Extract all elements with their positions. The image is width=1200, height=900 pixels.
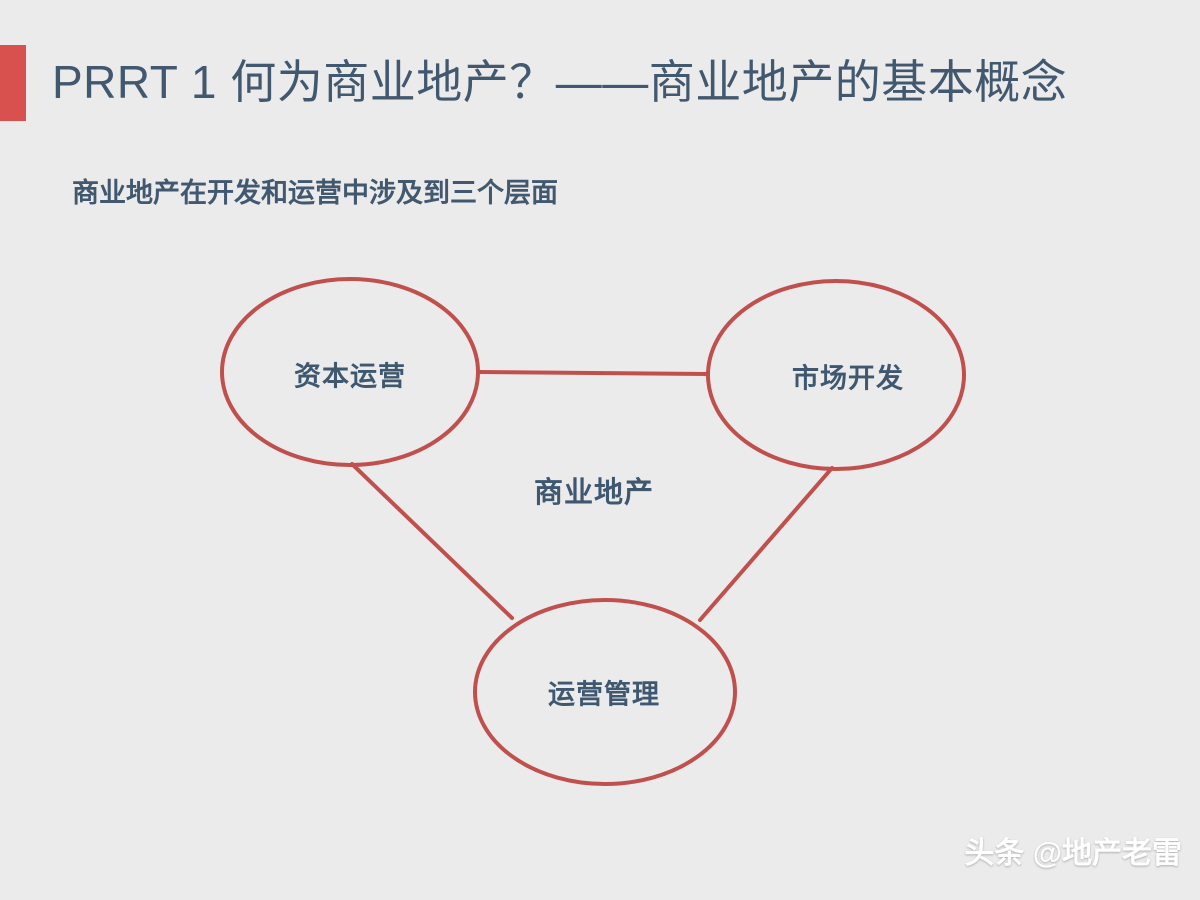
- connector-capital-to-operation: [350, 462, 514, 620]
- watermark-label: 头条 @地产老雷: [964, 837, 1182, 870]
- node-label-capital-operation: 资本运营: [294, 361, 406, 392]
- connector-lines: [350, 370, 834, 622]
- connector-market-to-operation: [698, 466, 834, 622]
- slide-subtitle: 商业地产在开发和运营中涉及到三个层面: [72, 178, 558, 208]
- title-accent-bar: [0, 45, 26, 121]
- ellipse-market-development[interactable]: [706, 279, 966, 471]
- node-ellipses: [220, 277, 966, 786]
- page-title: PRRT 1 何为商业地产？——商业地产的基本概念: [52, 56, 1068, 108]
- diagram-center-label: 商业地产: [533, 477, 655, 509]
- node-label-operation-management: 运营管理: [548, 679, 660, 710]
- node-label-market-development: 市场开发: [792, 363, 904, 394]
- ellipse-operation-management[interactable]: [473, 598, 737, 786]
- ellipse-capital-operation[interactable]: [220, 277, 480, 467]
- connector-capital-to-market: [476, 370, 710, 376]
